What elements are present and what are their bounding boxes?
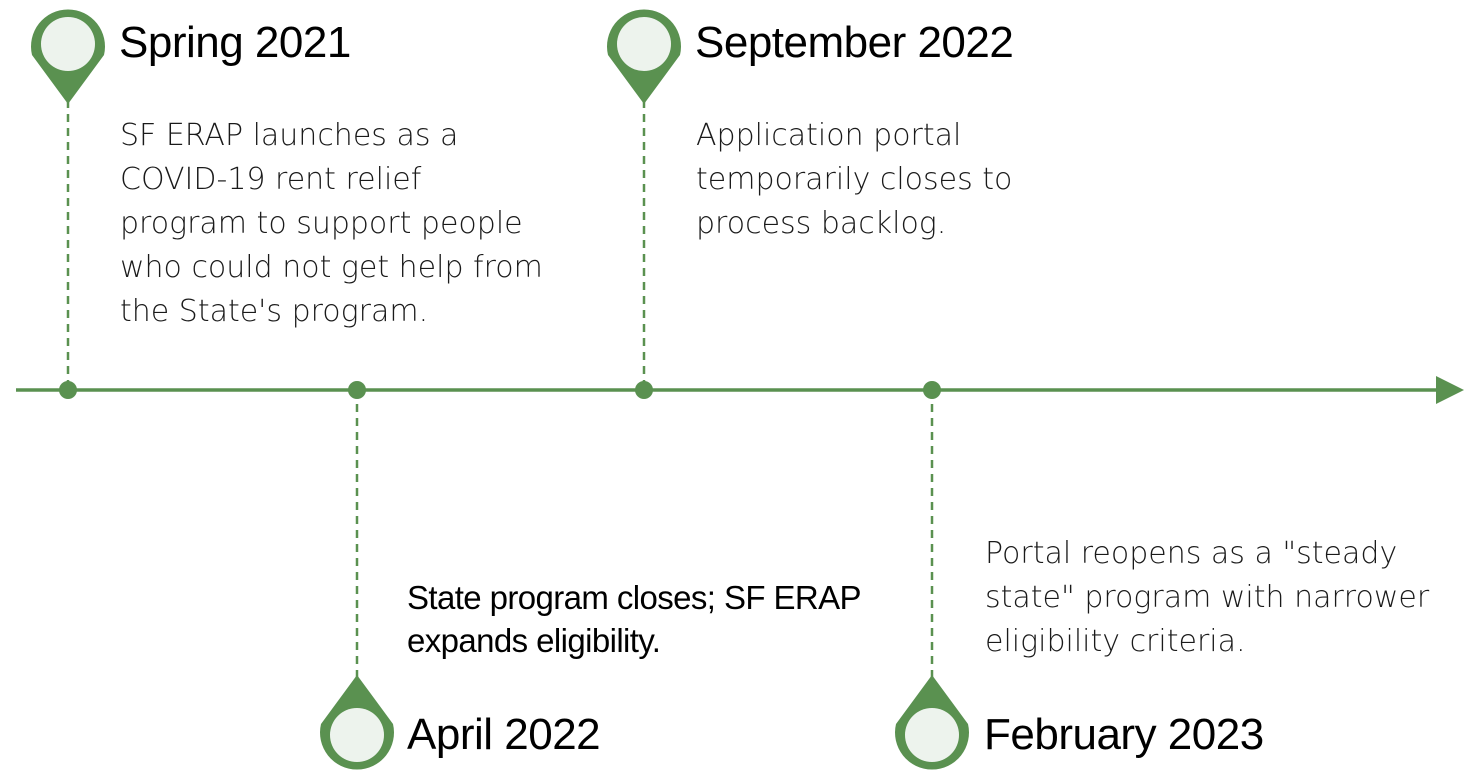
map-pin-icon xyxy=(895,675,969,770)
axis-dot-february-2023 xyxy=(923,381,941,399)
milestone-description: SF ERAP launches as a COVID-19 rent reli… xyxy=(120,118,543,329)
milestone-date: April 2022 xyxy=(407,710,601,759)
timeline-arrowhead xyxy=(1436,376,1464,404)
map-pin-icon xyxy=(320,675,394,770)
axis-dot-spring-2021 xyxy=(59,381,77,399)
map-pin-icon xyxy=(607,9,681,104)
milestone-description: Portal reopens as a "steady state" progr… xyxy=(985,536,1430,659)
map-pin-icon xyxy=(31,9,106,105)
milestone-date: February 2023 xyxy=(984,710,1264,759)
axis-dot-september-2022 xyxy=(635,381,653,399)
axis-dot-april-2022 xyxy=(348,381,366,399)
milestone-description: Application portal temporarily closes to… xyxy=(696,118,1013,241)
milestone-description: State program closes; SF ERAP expands el… xyxy=(407,579,862,659)
milestone-date: Spring 2021 xyxy=(119,18,351,67)
milestone-date: September 2022 xyxy=(695,18,1014,67)
